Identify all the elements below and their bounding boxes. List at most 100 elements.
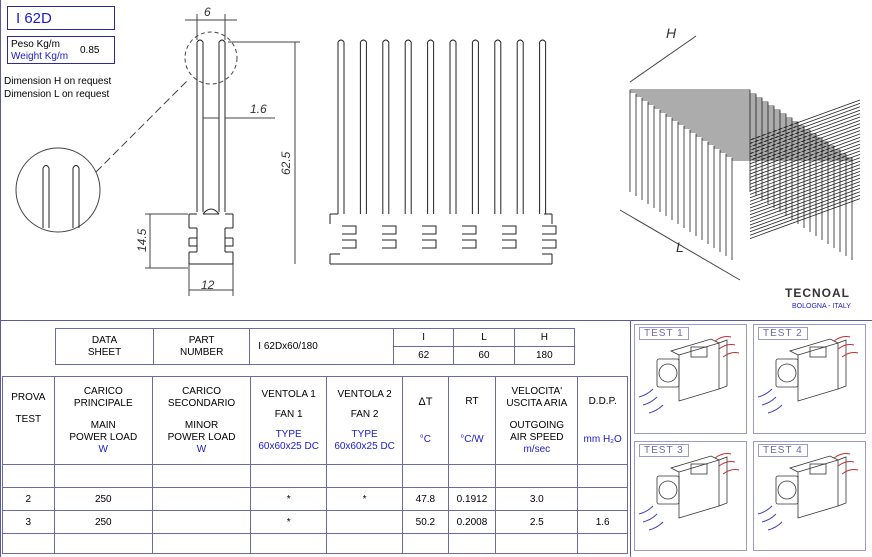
iso-side-line: [749, 167, 861, 209]
iso-side-line: [749, 198, 861, 239]
iso-side-line: [749, 116, 861, 158]
iso-side-line: [749, 130, 861, 171]
base-slot: [382, 225, 397, 249]
test-4-box: TEST 4: [753, 441, 866, 551]
dim-pitch: 6: [204, 5, 211, 19]
divider: [0, 320, 872, 321]
iso-side-line: [749, 133, 861, 175]
iso-side-line: [749, 154, 861, 195]
iso-side-line: [749, 164, 861, 205]
fin-line: [427, 39, 435, 214]
fin-line: [471, 39, 479, 214]
fan-config-icon: [638, 336, 740, 414]
test-2-box: TEST 2: [753, 324, 866, 434]
iso-side-line: [749, 184, 861, 226]
isometric-view: H L: [619, 25, 861, 281]
dim-thickness: 1.6: [250, 102, 267, 116]
iso-side-line: [749, 150, 861, 192]
dim-value-l: 60: [453, 346, 515, 365]
test-3-box: TEST 3: [634, 441, 747, 551]
fan-config-icon: [757, 453, 859, 531]
dim-header-h: H: [513, 328, 576, 347]
profile-drawing: 6 1.6 62.5 14.5 12: [15, 5, 557, 296]
iso-side-line: [749, 99, 861, 141]
iso-h-label: H: [666, 25, 677, 41]
fin-line: [337, 39, 345, 214]
iso-fin: [695, 133, 817, 236]
table-row: [2, 533, 628, 554]
iso-side-line: [749, 120, 861, 161]
base-slot: [342, 225, 357, 249]
iso-fin: [665, 113, 787, 216]
note-h: Dimension H on request: [4, 76, 112, 87]
extended-profile: [329, 213, 553, 265]
iso-side-line: [749, 194, 861, 236]
iso-side-line: [749, 174, 861, 216]
header-rt: RT °C/W: [447, 376, 497, 465]
divider: [0, 0, 1, 557]
iso-side-line: [749, 177, 861, 219]
fin-line: [359, 39, 367, 214]
dim-header-l: L: [453, 328, 515, 347]
fin-line: [539, 39, 547, 214]
iso-side-line: [749, 126, 861, 168]
part-number: I 62Dx60/180: [249, 328, 395, 365]
iso-fin: [731, 157, 853, 260]
note-l: Dimension L on request: [4, 89, 110, 100]
iso-side-line: [749, 147, 861, 188]
iso-side-line: [749, 157, 861, 199]
fin-line: [449, 39, 457, 214]
iso-side-line: [749, 140, 861, 182]
weight-value: 0.85: [80, 45, 100, 56]
base-slot: [422, 225, 437, 249]
test-1-box: TEST 1: [634, 324, 747, 434]
brand-city: BOLOGNA - ITALY: [792, 303, 851, 310]
weight-label-it: Peso Kg/m: [11, 39, 60, 50]
iso-side-line: [749, 143, 861, 185]
iso-side-line: [749, 181, 861, 222]
weight-label-en: Weight Kg/m: [11, 51, 69, 62]
iso-side-line: [749, 160, 861, 202]
base-slot: [502, 225, 517, 249]
iso-side-line: [749, 123, 861, 165]
base-slot: [462, 225, 477, 249]
dim-height: 62.5: [279, 151, 293, 175]
iso-side-line: [749, 171, 861, 212]
dim-value-i: 62: [393, 346, 455, 365]
fin-line: [404, 39, 412, 214]
dim-base-height: 14.5: [135, 228, 149, 252]
fan-config-icon: [757, 336, 859, 414]
iso-side-line: [749, 191, 861, 233]
iso-l-label: L: [676, 239, 684, 255]
iso-side-line: [749, 188, 861, 229]
fin-line: [516, 39, 524, 214]
iso-side-line: [749, 106, 861, 148]
dim-value-h: 180: [513, 346, 576, 365]
divider: [630, 320, 631, 557]
base-slot: [542, 225, 557, 249]
dim-base-width: 12: [201, 278, 215, 292]
test-4-label: TEST 4: [758, 444, 808, 457]
header-dt: ΔT °C: [402, 376, 449, 465]
iso-side-line: [749, 137, 861, 178]
brand-logo: TECNOAL: [785, 286, 850, 300]
header-ddp: D.D.P. mm H₂O: [577, 376, 628, 465]
test-3-label: TEST 3: [639, 444, 689, 457]
fin-line: [494, 39, 502, 214]
table-row: [2, 464, 628, 488]
test-1-label: TEST 1: [639, 327, 689, 340]
test-2-label: TEST 2: [758, 327, 808, 340]
dim-header-i: I: [393, 328, 455, 347]
part-code: I 62D: [7, 6, 115, 30]
